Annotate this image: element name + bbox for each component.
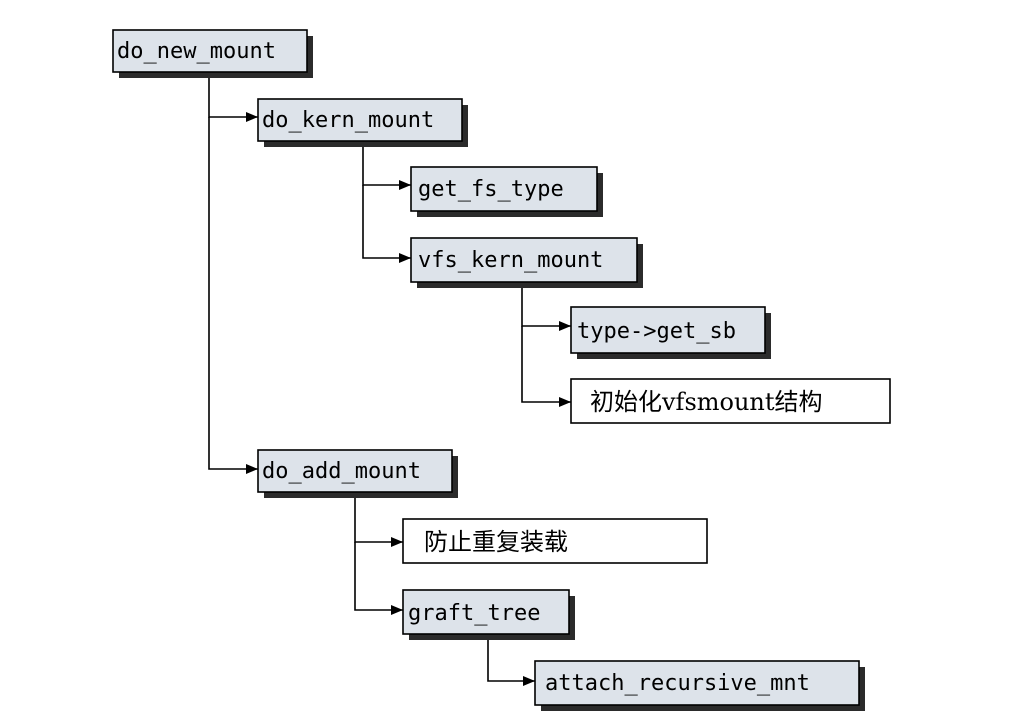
node-box [410, 237, 638, 283]
node-label: 防止重复装载 [424, 528, 568, 556]
node-box [570, 378, 891, 424]
node-graft-tree: graft_tree [402, 589, 575, 640]
node-label: graft_tree [408, 601, 540, 626]
node-prevent-remount: 防止重复装载 [402, 518, 708, 564]
connectors [208, 72, 571, 686]
edge-do-new-mount-do-kern-mount [208, 72, 258, 122]
node-label: get_fs_type [418, 177, 564, 202]
node-label: vfs_kern_mount [418, 248, 603, 273]
edge-graft-tree-attach-recursive-mnt [487, 634, 535, 686]
node-do-add-mount: do_add_mount [257, 449, 458, 498]
node-type-get-sb: type->get_sb [570, 306, 771, 359]
node-label: 初始化vfsmount结构 [590, 388, 823, 416]
edge-vfs-kern-mount-init-vfsmount [521, 326, 571, 407]
node-box [534, 660, 860, 706]
node-box [257, 98, 463, 142]
edge-do-add-mount-graft-tree [354, 542, 403, 615]
node-init-vfsmount: 初始化vfsmount结构 [570, 378, 891, 424]
node-get-fs-type: get_fs_type [410, 166, 603, 217]
node-attach-recursive-mnt: attach_recursive_mnt [534, 660, 865, 711]
node-box [112, 29, 308, 73]
node-do-new-mount: do_new_mount [112, 29, 313, 78]
node-label: attach_recursive_mnt [545, 671, 810, 696]
node-do-kern-mount: do_kern_mount [257, 98, 468, 147]
node-box [410, 166, 598, 212]
edge-do-kern-mount-get-fs-type [362, 141, 411, 190]
node-label: type->get_sb [577, 319, 736, 344]
node-label: do_add_mount [262, 459, 421, 484]
node-label: do_new_mount [117, 39, 276, 64]
node-box [570, 306, 766, 354]
edge-do-kern-mount-vfs-kern-mount [362, 185, 411, 263]
node-box [402, 589, 570, 635]
node-box [257, 449, 453, 493]
edge-do-add-mount-prevent-remount [354, 492, 403, 547]
node-label: do_kern_mount [262, 108, 434, 133]
node-vfs-kern-mount: vfs_kern_mount [410, 237, 643, 288]
node-box [402, 518, 708, 564]
edge-vfs-kern-mount-type-get-sb [521, 282, 571, 331]
edge-do-new-mount-do-add-mount [208, 117, 258, 474]
